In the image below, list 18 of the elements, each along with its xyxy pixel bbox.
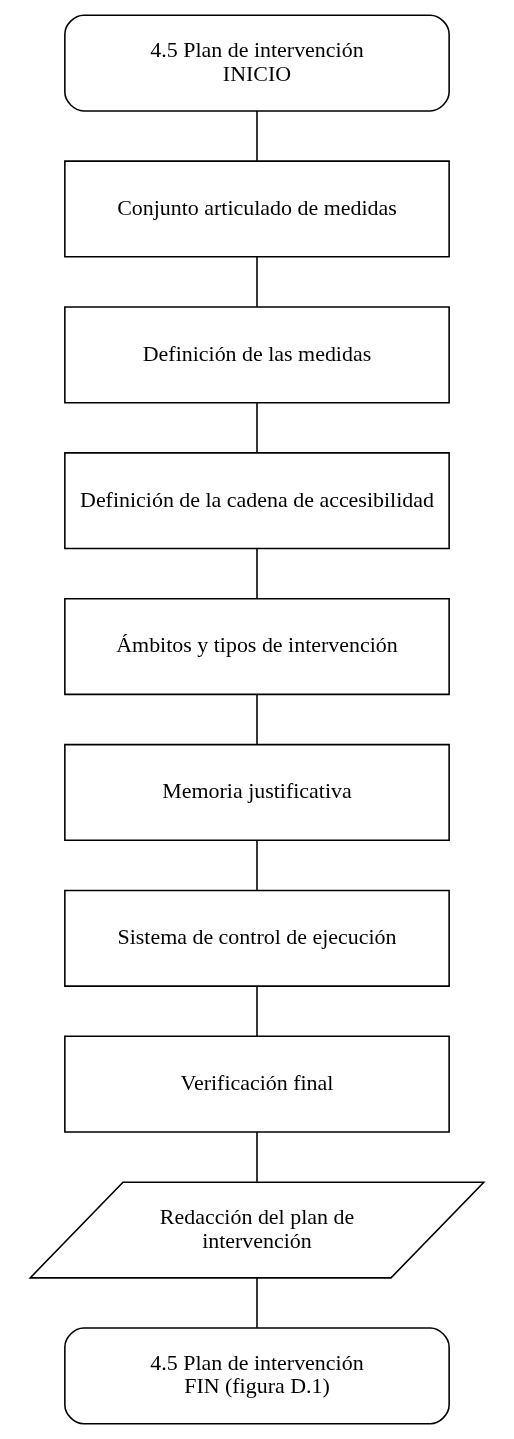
node-box: Memoria justificativa bbox=[64, 743, 450, 842]
node-box: Ámbitos y tipos de intervención bbox=[64, 597, 450, 696]
node-box: Verificación final bbox=[64, 1035, 450, 1133]
connector bbox=[256, 693, 258, 746]
connector bbox=[256, 839, 258, 891]
connector bbox=[256, 547, 258, 600]
connector bbox=[256, 110, 258, 162]
connector bbox=[256, 401, 258, 454]
node-box: Sistema de control de ejecución bbox=[64, 889, 450, 987]
node-box: Definición de la cadena de accesibilidad bbox=[64, 452, 450, 550]
connector bbox=[256, 985, 258, 1037]
node-box: 4.5 Plan de intervención INICIO bbox=[64, 14, 450, 112]
connector bbox=[256, 1131, 258, 1183]
connector bbox=[256, 1277, 258, 1329]
node-box: Conjunto articulado de medidas bbox=[64, 160, 450, 258]
connector bbox=[256, 256, 258, 308]
node-box: Definición de las medidas bbox=[64, 306, 450, 404]
node-box: 4.5 Plan de intervención FIN (figura D.1) bbox=[64, 1327, 450, 1425]
